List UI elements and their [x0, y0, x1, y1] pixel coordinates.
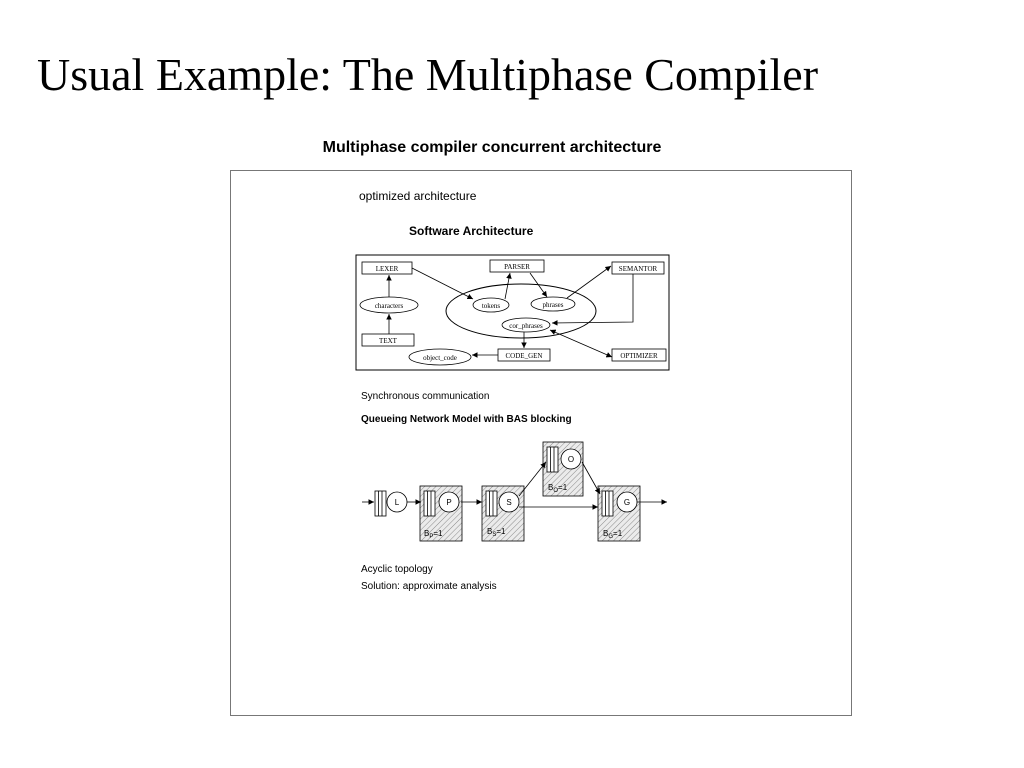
lexer-node: LEXER — [361, 261, 413, 275]
text-node: TEXT — [361, 333, 415, 347]
queue-g — [601, 490, 614, 517]
server-g — [616, 491, 638, 513]
figure-frame — [230, 170, 852, 716]
queueing-network-diagram: L P BP=1 S BS=1 O BO=1 — [362, 441, 667, 542]
arrow-lexer-to-tokens — [411, 267, 474, 300]
station-l: L — [374, 490, 408, 517]
queue-o — [546, 446, 559, 473]
phrases-node: phrases — [530, 296, 576, 312]
station-p: P BP=1 — [423, 490, 460, 540]
server-p — [438, 491, 460, 513]
blocking-label-o: BO=1 — [548, 483, 568, 494]
blocking-label-s: BS=1 — [487, 527, 506, 538]
object-code-label: object_code — [423, 354, 457, 362]
tokens-node: tokens — [472, 297, 510, 313]
server-s — [498, 491, 520, 513]
queue-p — [423, 490, 436, 517]
code-gen-label: CODE_GEN — [506, 352, 543, 360]
code-gen-node: CODE_GEN — [497, 348, 551, 362]
station-s: S BS=1 — [485, 490, 520, 538]
station-o: O BO=1 — [546, 446, 582, 494]
characters-node: characters — [359, 296, 419, 314]
acyclic-topology-note: Acyclic topology — [361, 564, 433, 575]
arrow-tokens-to-parser — [504, 272, 512, 300]
lexer-label: LEXER — [376, 265, 399, 273]
optimizer-label: OPTIMIZER — [620, 352, 658, 360]
station-p-label: P — [446, 498, 451, 507]
station-g: G BG=1 — [601, 490, 638, 540]
text-label: TEXT — [379, 337, 398, 345]
characters-label: characters — [375, 302, 404, 310]
station-g-label: G — [624, 498, 630, 507]
parser-node: PARSER — [489, 259, 545, 273]
arrow-optimizer-cor-phrases — [549, 329, 613, 358]
arrow-parser-to-phrases — [529, 272, 548, 298]
server-l — [386, 491, 408, 513]
optimizer-node: OPTIMIZER — [611, 348, 667, 362]
queueing-model-title: Queueing Network Model with BAS blocking — [361, 414, 572, 425]
blocking-label-g: BG=1 — [603, 529, 623, 540]
architecture-frame — [355, 254, 670, 371]
parser-label: PARSER — [504, 263, 530, 271]
optimized-architecture-label: optimized architecture — [359, 189, 477, 203]
queueing-arrows — [362, 461, 667, 510]
synchronous-communication-label: Synchronous communication — [361, 391, 490, 402]
cor-phrases-node: cor_phrases — [501, 317, 551, 333]
figure-caption: Multiphase compiler concurrent architect… — [322, 139, 662, 156]
architecture-arrows — [386, 265, 634, 358]
object-code-node: object_code — [408, 348, 472, 366]
queue-l — [374, 490, 387, 517]
server-o — [560, 448, 582, 470]
arrow-semantor-to-cor-phrases — [551, 274, 634, 326]
station-o-label: O — [568, 455, 574, 464]
arrow-o-to-g — [581, 461, 601, 495]
station-l-label: L — [395, 498, 400, 507]
slide-title: Usual Example: The Multiphase Compiler — [37, 49, 819, 100]
blocking-label-p: BP=1 — [424, 529, 443, 540]
queue-s — [485, 490, 498, 517]
solution-note: Solution: approximate analysis — [361, 581, 497, 592]
arrow-s-to-o — [518, 461, 547, 497]
cor-phrases-label: cor_phrases — [509, 322, 543, 330]
semantor-label: SEMANTOR — [619, 265, 658, 273]
station-s-label: S — [506, 498, 511, 507]
semantor-node: SEMANTOR — [611, 261, 665, 275]
phrases-label: phrases — [543, 301, 564, 309]
software-architecture-diagram: LEXER PARSER SEMANTOR TEXT CODE_GEN OPTI… — [355, 254, 670, 371]
tokens-label: tokens — [482, 302, 501, 310]
software-architecture-title: Software Architecture — [409, 224, 534, 238]
shared-data-ellipse — [445, 283, 597, 339]
arrow-phrases-to-semantor — [566, 265, 612, 299]
